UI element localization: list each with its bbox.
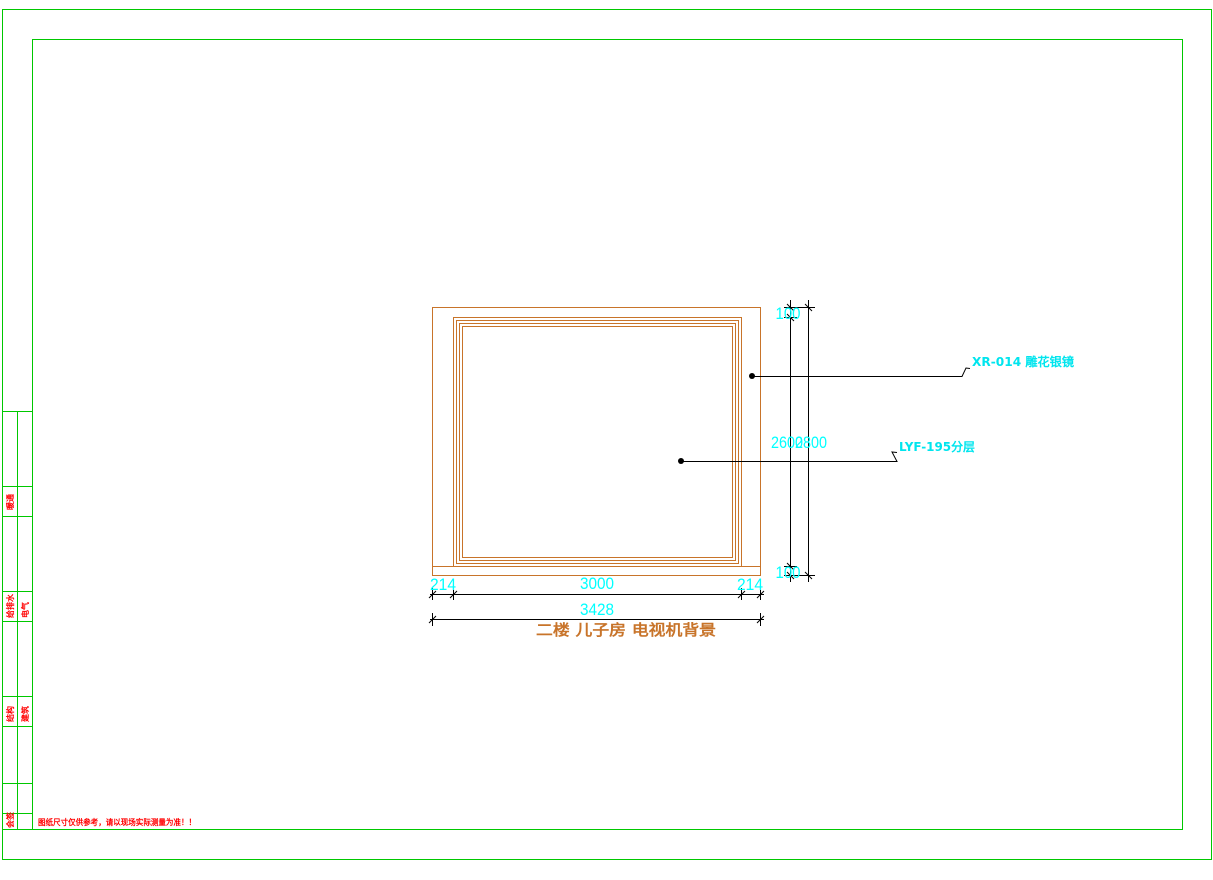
dimension-disclaimer: 图纸尺寸仅供参考，请以现场实际测量为准！！ — [38, 817, 196, 827]
vertical-dimensions — [784, 300, 815, 582]
dim-total-height: 2800 — [795, 433, 827, 452]
dim-middle-width: 3000 — [580, 574, 614, 593]
side-label-electric: 电气 — [20, 602, 30, 618]
dim-left-width: 214 — [430, 575, 456, 594]
dim-top-height: 100 — [776, 304, 801, 323]
dimension-labels: 214 3000 214 3428 100 2600 2800 100 — [430, 304, 827, 619]
side-label-hvac: 暖通 — [5, 494, 15, 510]
signature-strip — [2, 411, 33, 830]
material-label-layer: LYF-195分层 — [899, 439, 975, 454]
dim-right-width: 214 — [737, 575, 763, 594]
side-label-countersign: 会签 — [5, 811, 15, 828]
leader-dot-mirror — [749, 373, 755, 379]
tv-wall-elevation — [432, 307, 761, 576]
side-label-architecture: 建筑 — [20, 706, 30, 723]
side-label-structure: 结构 — [5, 706, 15, 722]
dim-total-width: 3428 — [580, 600, 614, 619]
sheet-border — [2, 9, 1212, 860]
dim-inner-height: 2600 — [771, 433, 803, 452]
material-label-mirror: XR-014 雕花银镜 — [972, 354, 1074, 369]
signature-labels: 暖通 给排水 电气 结构 建筑 会签 — [5, 494, 30, 828]
dim-bottom-height: 100 — [776, 563, 801, 582]
side-label-plumbing: 给排水 — [5, 593, 15, 618]
leader-lines — [681, 367, 971, 462]
drawing-title: 二楼 儿子房 电视机背景 — [536, 621, 716, 639]
horizontal-dimensions — [428, 588, 765, 626]
leader-dot-layer — [678, 458, 684, 464]
